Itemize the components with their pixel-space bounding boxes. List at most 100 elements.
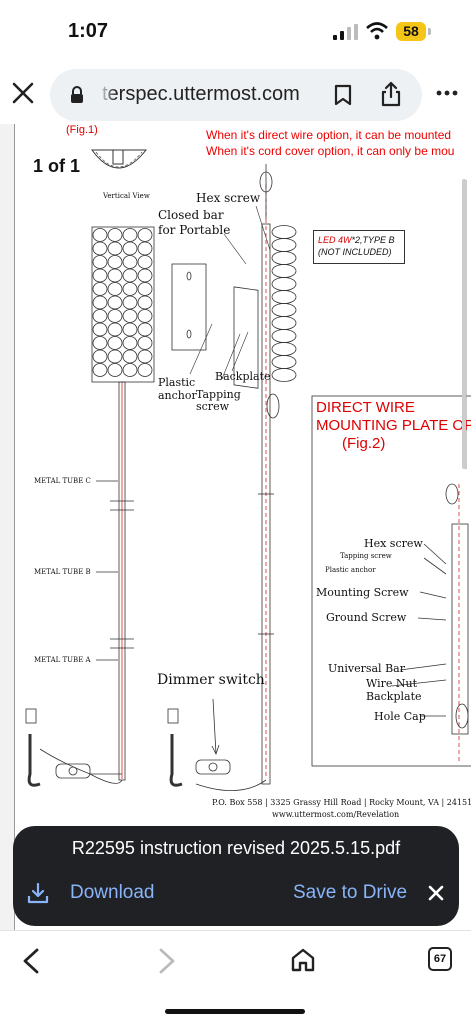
vertical-view-label: Vertical View (103, 192, 150, 200)
home-icon[interactable] (290, 947, 316, 973)
url-text: terspec.uttermost.com (102, 83, 300, 105)
browser-toolbar: terspec.uttermost.com (0, 62, 471, 124)
close-icon[interactable] (427, 884, 445, 902)
side-view-lamp (195, 164, 297, 792)
pdf-viewport[interactable]: (Fig.1) When it's direct wire option, it… (0, 124, 471, 930)
crystal-bubble (122, 268, 138, 283)
led-wattage: LED 4W (318, 235, 352, 245)
doc-scrollbar[interactable] (462, 179, 466, 469)
closed-bar-label-2: for Portable (158, 223, 231, 237)
metal-tube-a-label: METAL TUBE A (34, 656, 91, 664)
led-type: *2,TYPE B (351, 235, 395, 245)
crystal-bubble (107, 228, 123, 242)
crystal-bubble (122, 241, 138, 256)
crystal-bubble (107, 241, 123, 256)
tapping-screw-label: Tapping (196, 388, 241, 401)
forward-icon[interactable] (156, 947, 178, 975)
fig2-wire-nut-label: Wire Nut (366, 677, 418, 690)
download-icon[interactable] (27, 882, 49, 904)
fig2-hex-screw-label: Hex screw (364, 537, 423, 550)
crystal-bubble (107, 268, 123, 283)
backplate-label: Backplate (215, 370, 271, 383)
crystal-bubble (107, 322, 123, 337)
plastic-anchor-label: Plastic (158, 376, 196, 389)
fig2-box (311, 395, 471, 767)
crystal-bubble (137, 336, 153, 350)
crystal-bubble (137, 241, 153, 256)
crystal-bubble-side (271, 264, 297, 278)
share-icon[interactable] (380, 81, 402, 107)
battery-nub (428, 28, 431, 35)
crystal-bubble-side (271, 251, 297, 265)
front-view-lamp (39, 226, 155, 784)
home-indicator (165, 1009, 305, 1014)
crystal-bubble (137, 349, 153, 364)
tab-switcher-button[interactable]: 67 (428, 947, 452, 971)
back-icon[interactable] (20, 947, 42, 975)
crystal-bubble (107, 255, 123, 269)
crystal-bubble (122, 336, 138, 350)
crystal-bubble (92, 241, 108, 256)
plastic-anchor-label-2: anchor (158, 389, 197, 402)
led-not-included: (NOT INCLUDED) (318, 247, 392, 257)
fig2-universal-bar-label: Universal Bar (328, 662, 405, 675)
crystal-bubble (92, 363, 108, 377)
crystal-bubble-side (271, 342, 297, 356)
crystal-bubble (122, 255, 138, 269)
download-button[interactable]: Download (70, 882, 155, 903)
bottom-navigation: 67 (0, 930, 471, 1020)
crystal-bubble (122, 363, 138, 377)
crystal-bubble (92, 309, 108, 323)
note-line-1: When it's direct wire option, it can be … (206, 128, 452, 142)
closed-bar-drawing (171, 263, 259, 389)
crystal-bubble (137, 268, 153, 283)
closed-bar-label: Closed bar (158, 208, 224, 222)
cellular-signal-icon (333, 24, 358, 40)
crystal-bubble (122, 228, 138, 242)
crystal-bubble-side (271, 368, 297, 382)
crystal-bubble (122, 282, 138, 296)
crystal-bubble (107, 309, 123, 323)
fig2-backplate-label: Backplate (366, 690, 422, 703)
fig2-title-line3: (Fig.2) (342, 435, 386, 452)
crystal-bubble (122, 309, 138, 323)
crystal-bubble (137, 295, 153, 310)
fig1-label: (Fig.1) (66, 124, 98, 136)
crystal-bubble-side (271, 238, 297, 252)
crystal-bubble-side (271, 303, 297, 317)
pdf-page (14, 124, 471, 930)
footer-website: www.uttermost.com/Revelation (272, 810, 400, 819)
vertical-view-drawing (91, 149, 148, 169)
crystal-bubble (137, 282, 153, 296)
fig2-plastic-anchor-label: Plastic anchor (325, 566, 376, 574)
crystal-bubble-side (271, 290, 297, 304)
address-bar[interactable]: terspec.uttermost.com (50, 69, 422, 121)
close-tab-icon[interactable] (10, 80, 36, 106)
metal-tube-b-label: METAL TUBE B (34, 568, 91, 576)
crystal-bubble-side (271, 316, 297, 330)
crystal-bubble-side (271, 329, 297, 343)
dimmer-switch-label: Dimmer switch (157, 672, 265, 688)
crystal-bubble (107, 282, 123, 296)
crystal-bubble (122, 295, 138, 310)
crystal-bubble (137, 363, 153, 377)
crystal-bubble-side (271, 355, 297, 369)
instruction-diagram (25, 149, 471, 792)
crystal-bubble (92, 268, 108, 283)
crystal-bubble (137, 309, 153, 323)
tapping-screw-label-2: screw (196, 400, 229, 413)
more-menu-icon[interactable] (436, 90, 458, 96)
crystal-bubble (107, 295, 123, 310)
bookmark-icon[interactable] (334, 84, 352, 106)
fig2-tapping-screw-label: Tapping screw (340, 552, 392, 560)
url-fade (98, 79, 116, 109)
crystal-bubble (92, 255, 108, 269)
metal-tube-c-label: METAL TUBE C (34, 477, 91, 485)
fig2-hole-cap-label: Hole Cap (374, 710, 426, 723)
status-time: 1:07 (68, 20, 109, 42)
crystal-bubble (137, 228, 153, 242)
crystal-bubble (107, 336, 123, 350)
lock-icon (71, 86, 83, 103)
crystal-bubble (107, 363, 123, 377)
save-to-drive-button[interactable]: Save to Drive (293, 882, 408, 903)
